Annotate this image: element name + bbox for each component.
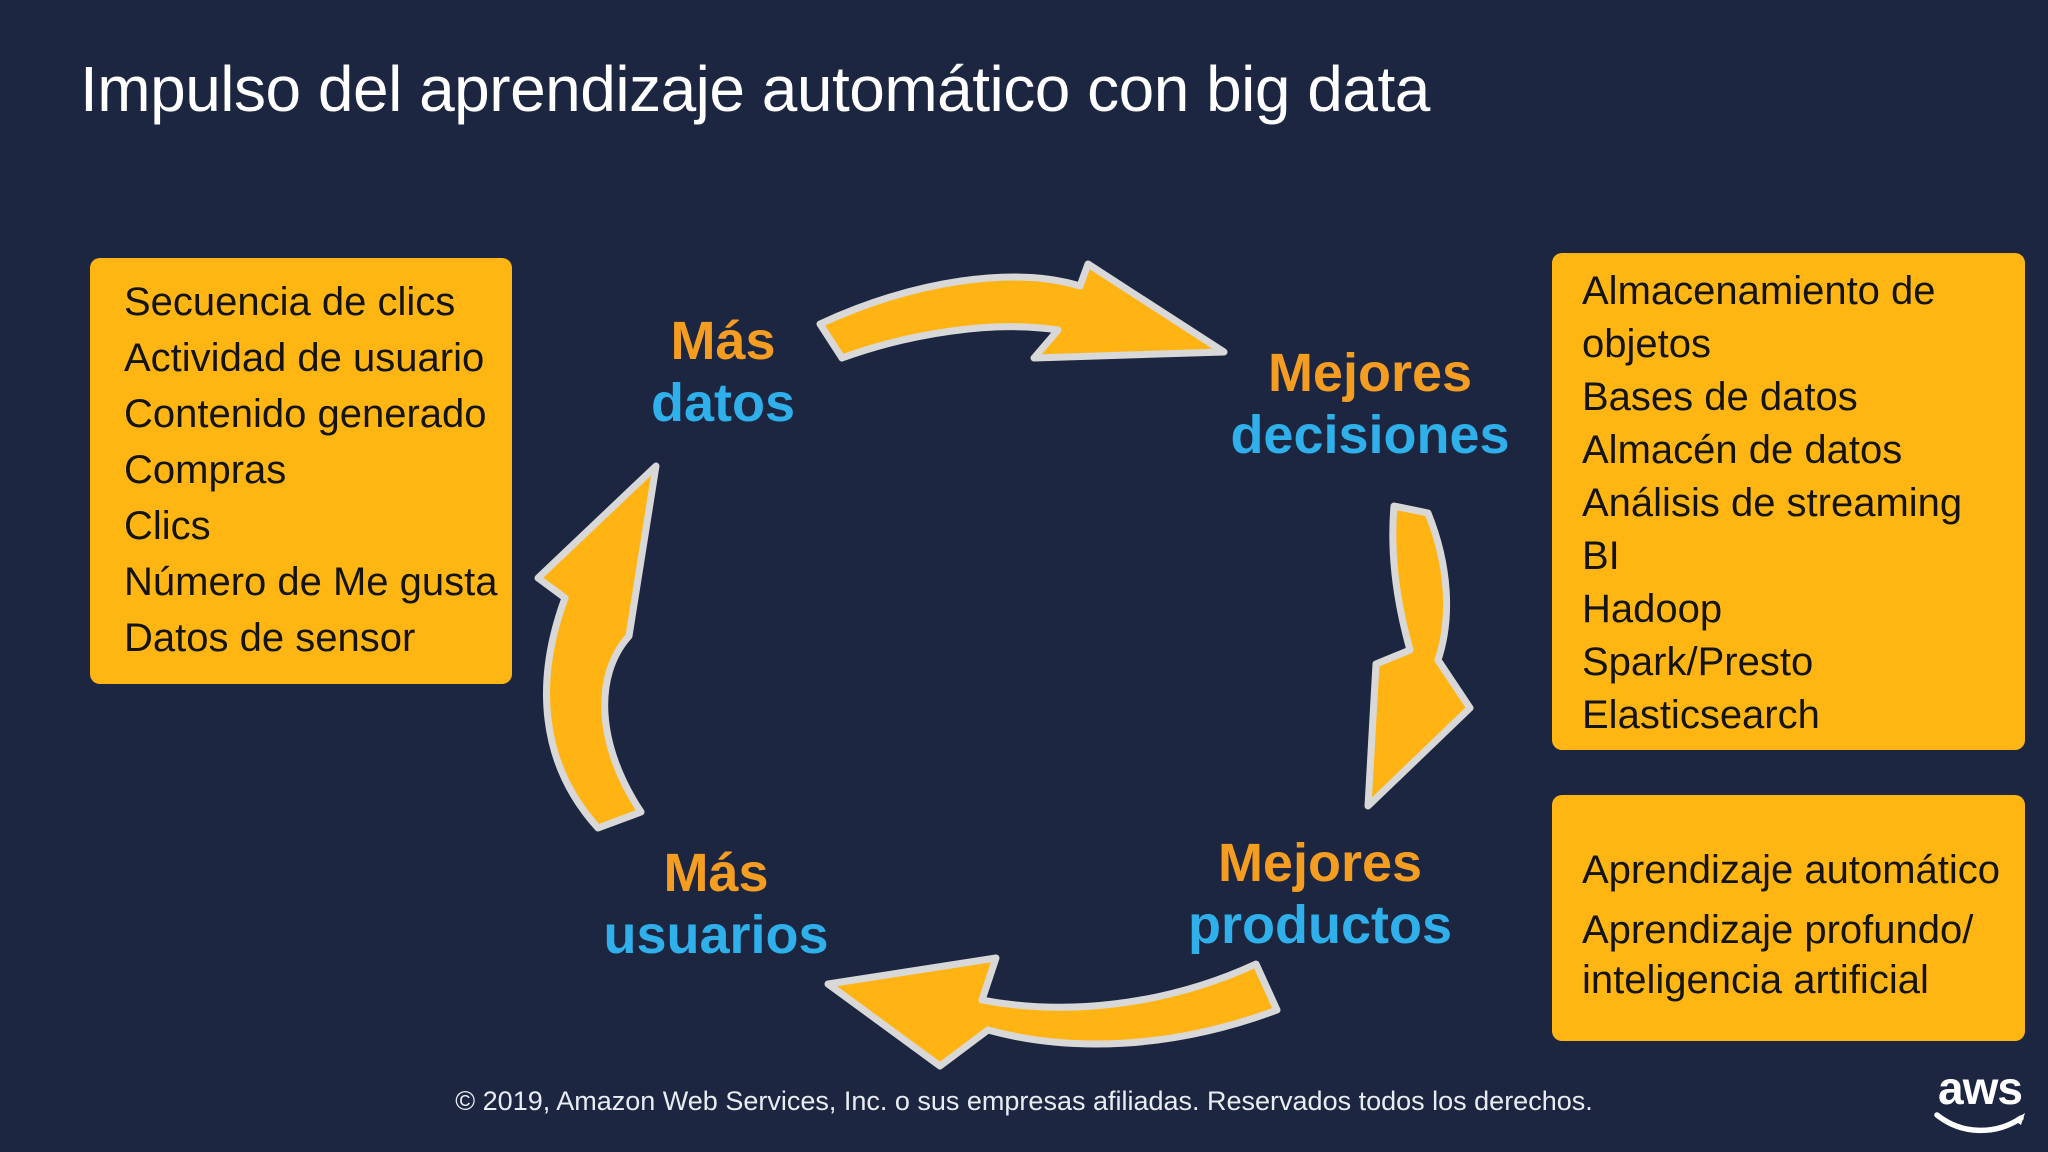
cycle-node-word: Mejores	[1267, 343, 1473, 403]
page-title: Impulso del aprendizaje automático con b…	[80, 53, 1430, 125]
cycle-node-mejores-productos: Mejores productos	[1130, 832, 1510, 956]
arrow-usuarios-to-datos	[534, 462, 660, 832]
copyright-text: © 2019, Amazon Web Services, Inc. o sus …	[455, 1086, 1593, 1116]
list-item: Aprendizaje profundo/ inteligencia artif…	[1582, 908, 1974, 1002]
cycle-node-word: productos	[1188, 895, 1452, 955]
list-item: Almacén de datos	[1582, 428, 1903, 472]
cycle-node-word: usuarios	[603, 905, 829, 965]
list-item: Datos de sensor	[124, 616, 416, 660]
aws-logo-text: aws	[1938, 1062, 2023, 1114]
list-item: Hadoop	[1582, 587, 1723, 631]
list-item: Aprendizaje automático	[1582, 848, 2001, 892]
cycle-node-word: Más	[663, 843, 769, 903]
list-item: Secuencia de clics	[124, 280, 456, 324]
data-sources-box: Secuencia de clics Actividad de usuario …	[90, 258, 512, 684]
list-item: Spark/Presto	[1582, 640, 1814, 684]
list-item: Elasticsearch	[1582, 693, 1820, 737]
cycle-node-word: Mejores	[1217, 833, 1423, 893]
list-item: Número de Me gusta	[124, 560, 498, 604]
cycle-node-mas-usuarios: Más usuarios	[566, 842, 866, 966]
aws-logo: aws	[1933, 1062, 2027, 1136]
list-item: Análisis de streaming	[1582, 481, 1963, 525]
cycle-node-word: datos	[650, 373, 796, 433]
list-item: Bases de datos	[1582, 375, 1858, 419]
arrow-decisiones-to-productos	[1364, 502, 1474, 810]
list-item: Contenido generado	[124, 392, 487, 436]
ml-services-box: Aprendizaje automático Aprendizaje profu…	[1552, 795, 2025, 1041]
cycle-node-word: decisiones	[1230, 405, 1510, 465]
list-item: BI	[1582, 534, 1620, 578]
arrow-datos-to-decisiones	[816, 260, 1228, 362]
list-item: Clics	[124, 504, 211, 548]
list-item: Compras	[124, 448, 287, 492]
cycle-node-mejores-decisiones: Mejores decisiones	[1180, 342, 1560, 466]
cycle-node-mas-datos: Más datos	[573, 310, 873, 434]
analytics-services-box: Almacenamiento de objetos Bases de datos…	[1552, 253, 2025, 750]
aws-smile-icon	[1934, 1112, 2025, 1134]
cycle-node-word: Más	[670, 311, 776, 371]
list-item: Actividad de usuario	[124, 336, 485, 380]
list-item: Almacenamiento de objetos	[1582, 269, 1936, 366]
arrow-productos-to-usuarios	[824, 954, 1281, 1070]
